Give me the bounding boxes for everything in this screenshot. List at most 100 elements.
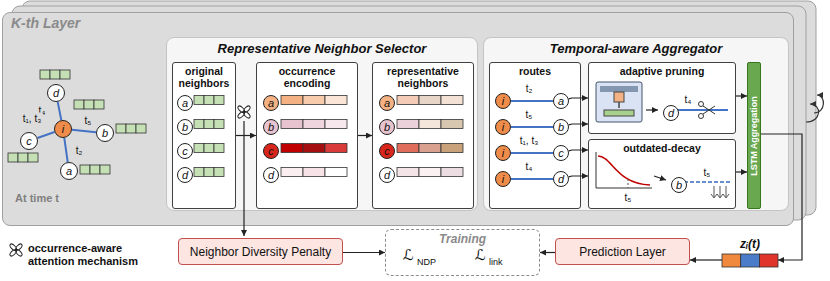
interaction-edge (64, 138, 67, 162)
neighbor-node: b (96, 124, 114, 142)
petal (9, 249, 17, 257)
machine-rail (600, 86, 638, 92)
node-letter: i (502, 96, 504, 107)
neighbor-node: c (553, 145, 569, 161)
feature-cell (281, 96, 303, 105)
feature-cell (204, 120, 214, 129)
pruning-machine (596, 82, 642, 122)
feature-cell (194, 96, 204, 105)
decay-arrows (711, 186, 729, 198)
loop-arrow (814, 95, 823, 113)
module-panel: Representative Neighbor Selector original… (166, 37, 478, 211)
node-letter: c (182, 146, 188, 157)
sub-module-box: adaptive pruningd (588, 62, 736, 134)
legend-symbol (9, 243, 23, 257)
embedding-vector: zᵢ(t) (722, 254, 778, 267)
feature-cell (281, 168, 303, 177)
feature-cell (441, 96, 463, 105)
time-label: t₅ (525, 109, 534, 120)
flow-arrow (646, 109, 658, 110)
flow-arrow (654, 176, 666, 180)
sub-module-box: representative neighborsabcd (372, 62, 474, 209)
feature-cell (8, 153, 18, 162)
embedding-cell (759, 254, 778, 267)
node-letter: i (62, 124, 64, 135)
feature-cell (281, 144, 303, 153)
scissors (699, 102, 716, 119)
feature-cell (90, 165, 100, 174)
flow-arrow (761, 134, 802, 260)
decay-axes (596, 152, 652, 188)
neighbor-node: d (47, 84, 65, 102)
feature-cell (126, 124, 136, 133)
representative-bars (397, 96, 463, 177)
loss-symbol: NDP (416, 258, 437, 268)
embedding-cell (741, 254, 760, 267)
feature-cell (100, 165, 110, 174)
flow-arrow (569, 149, 588, 151)
box-title: routes (490, 63, 580, 77)
machine-bed (604, 110, 634, 116)
flow-arrow (358, 135, 372, 136)
feature-cell (303, 96, 325, 105)
attention-symbol (237, 105, 251, 119)
node-letter: b (676, 180, 682, 191)
feature-cell (28, 153, 38, 162)
node-letter: c (558, 148, 564, 159)
scissors-blade (703, 106, 715, 114)
interaction-edge (511, 152, 553, 154)
node-letter: d (53, 88, 59, 99)
node-letter: d (182, 170, 188, 181)
petal (237, 105, 245, 113)
flow-arrow (236, 135, 256, 136)
feature-cell (303, 144, 325, 153)
node-letter: d (558, 174, 564, 185)
feature-cell (419, 96, 441, 105)
target-node: i (495, 93, 511, 109)
petal (15, 243, 23, 251)
feature-cell (204, 144, 214, 153)
node-letter: b (558, 122, 564, 133)
box-title: occurrence encoding (257, 63, 357, 89)
machine-frame (596, 82, 642, 122)
petal (9, 243, 17, 251)
time-label: t₁, t₃ (519, 135, 540, 146)
sub-module-box: occurrence encodingabcd (256, 62, 358, 209)
feature-cell (281, 120, 303, 129)
feature-cell (441, 144, 463, 153)
time-label: t₅ (703, 167, 712, 178)
neighbor-node: b (177, 119, 193, 135)
feature-cell (194, 168, 204, 177)
feature-cell (214, 144, 224, 153)
neighbor-node: a (379, 95, 395, 111)
scissors-blade (703, 106, 715, 114)
module-title: Representative Neighbor Selector (167, 38, 477, 56)
feature-cell (214, 120, 224, 129)
decay-curve (598, 156, 650, 185)
flow-arrow (569, 123, 588, 125)
feature-cell (94, 100, 104, 109)
flow-arrow (736, 95, 747, 96)
feature-cell (40, 70, 50, 79)
feature-bars (8, 70, 224, 177)
caption-note: At time t (14, 192, 60, 204)
flow-arrow (569, 175, 588, 177)
decayed-edge (684, 181, 730, 183)
target-node: i (495, 145, 511, 161)
box-title: original neighbors (173, 63, 235, 89)
lstm-bar: LSTM Aggregation (747, 62, 761, 209)
process-box: Neighbor Diversity Penalty (178, 238, 343, 265)
feature-cell (325, 96, 347, 105)
flow-arrow (540, 252, 555, 253)
neighbor-node: a (60, 162, 78, 180)
node-letter: b (102, 128, 108, 139)
node-letter: i (502, 148, 504, 159)
occurrence-bars (281, 96, 347, 177)
feature-cell (214, 168, 224, 177)
leader-line (243, 121, 244, 236)
node-letter: d (668, 108, 674, 119)
bar-label: LSTM Aggregation (749, 96, 759, 176)
feature-cell (74, 100, 84, 109)
interaction-edge (511, 100, 553, 102)
